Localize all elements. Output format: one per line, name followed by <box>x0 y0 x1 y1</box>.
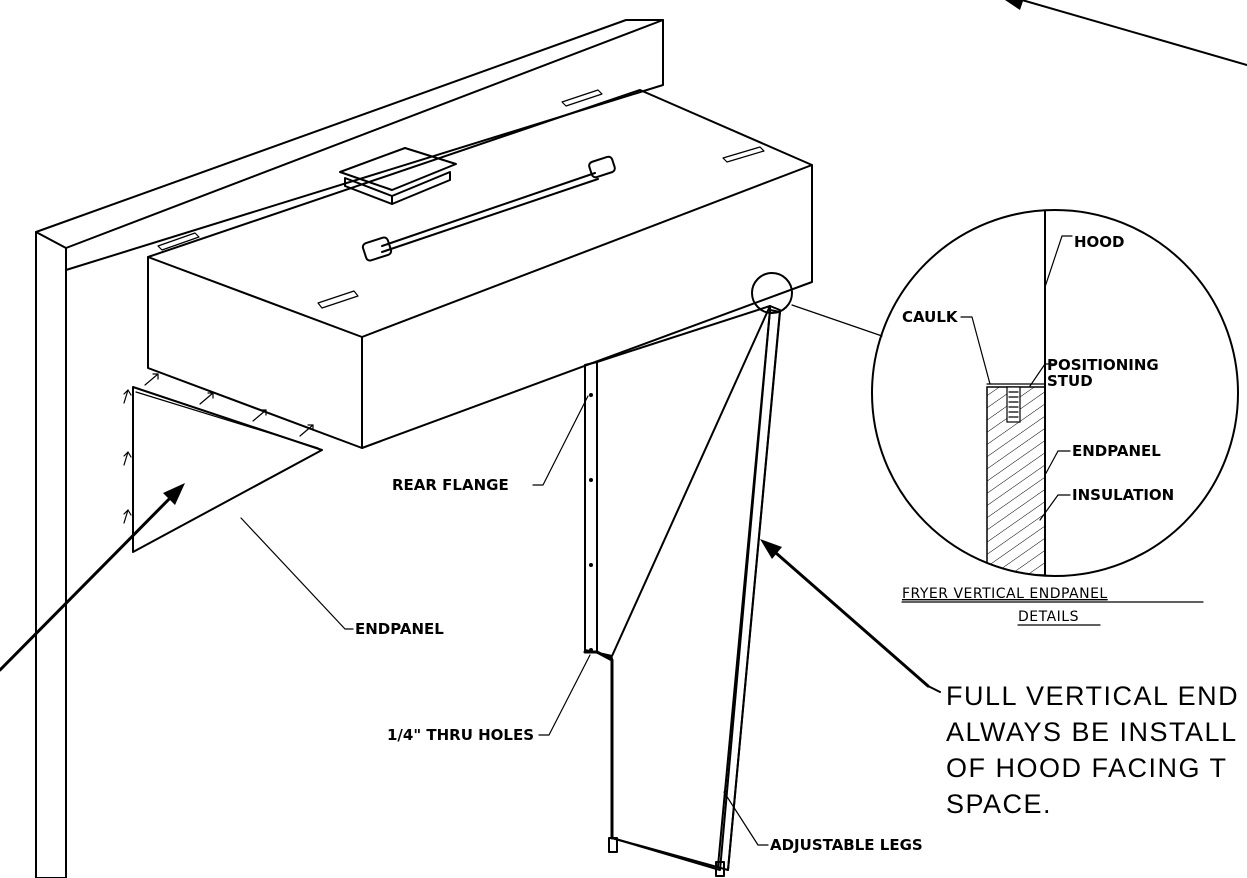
detail-title-line1: FRYER VERTICAL ENDPANEL <box>902 586 1108 602</box>
note-line4: SPACE. <box>946 789 1052 819</box>
small-endpanel <box>123 373 323 553</box>
fire-rod <box>361 155 616 262</box>
label-endpanel: ENDPANEL <box>355 620 444 638</box>
left-pointer-arrow <box>0 483 185 672</box>
label-endpanel-detail: ENDPANEL <box>1072 442 1161 460</box>
label-adjustable-legs: ADJUSTABLE LEGS <box>770 836 923 854</box>
label-positioning: POSITIONING <box>1047 356 1159 374</box>
top-right-arrow <box>1005 0 1247 66</box>
detail-title-line2: DETAILS <box>1018 609 1079 625</box>
duct-collar <box>339 147 457 205</box>
hood-box <box>147 89 813 449</box>
label-rear-flange: REAR FLANGE <box>392 476 509 494</box>
label-insulation: INSULATION <box>1072 486 1174 504</box>
detail-bubble <box>871 209 1239 577</box>
note-line2: ALWAYS BE INSTALL <box>946 717 1238 747</box>
positioning-stud <box>1006 386 1021 423</box>
wall <box>35 19 664 878</box>
label-caulk: CAULK <box>902 308 959 326</box>
label-thru-holes: 1/4" THRU HOLES <box>387 726 534 744</box>
note-arrow <box>760 539 941 693</box>
hanger-brackets <box>157 89 765 309</box>
full-vertical-endpanel <box>583 305 781 877</box>
note-line3: OF HOOD FACING T <box>946 753 1228 783</box>
note-line1: FULL VERTICAL END <box>946 681 1239 711</box>
label-stud: STUD <box>1047 372 1093 390</box>
detail-callout-circle <box>751 272 793 314</box>
label-hood: HOOD <box>1074 233 1125 251</box>
